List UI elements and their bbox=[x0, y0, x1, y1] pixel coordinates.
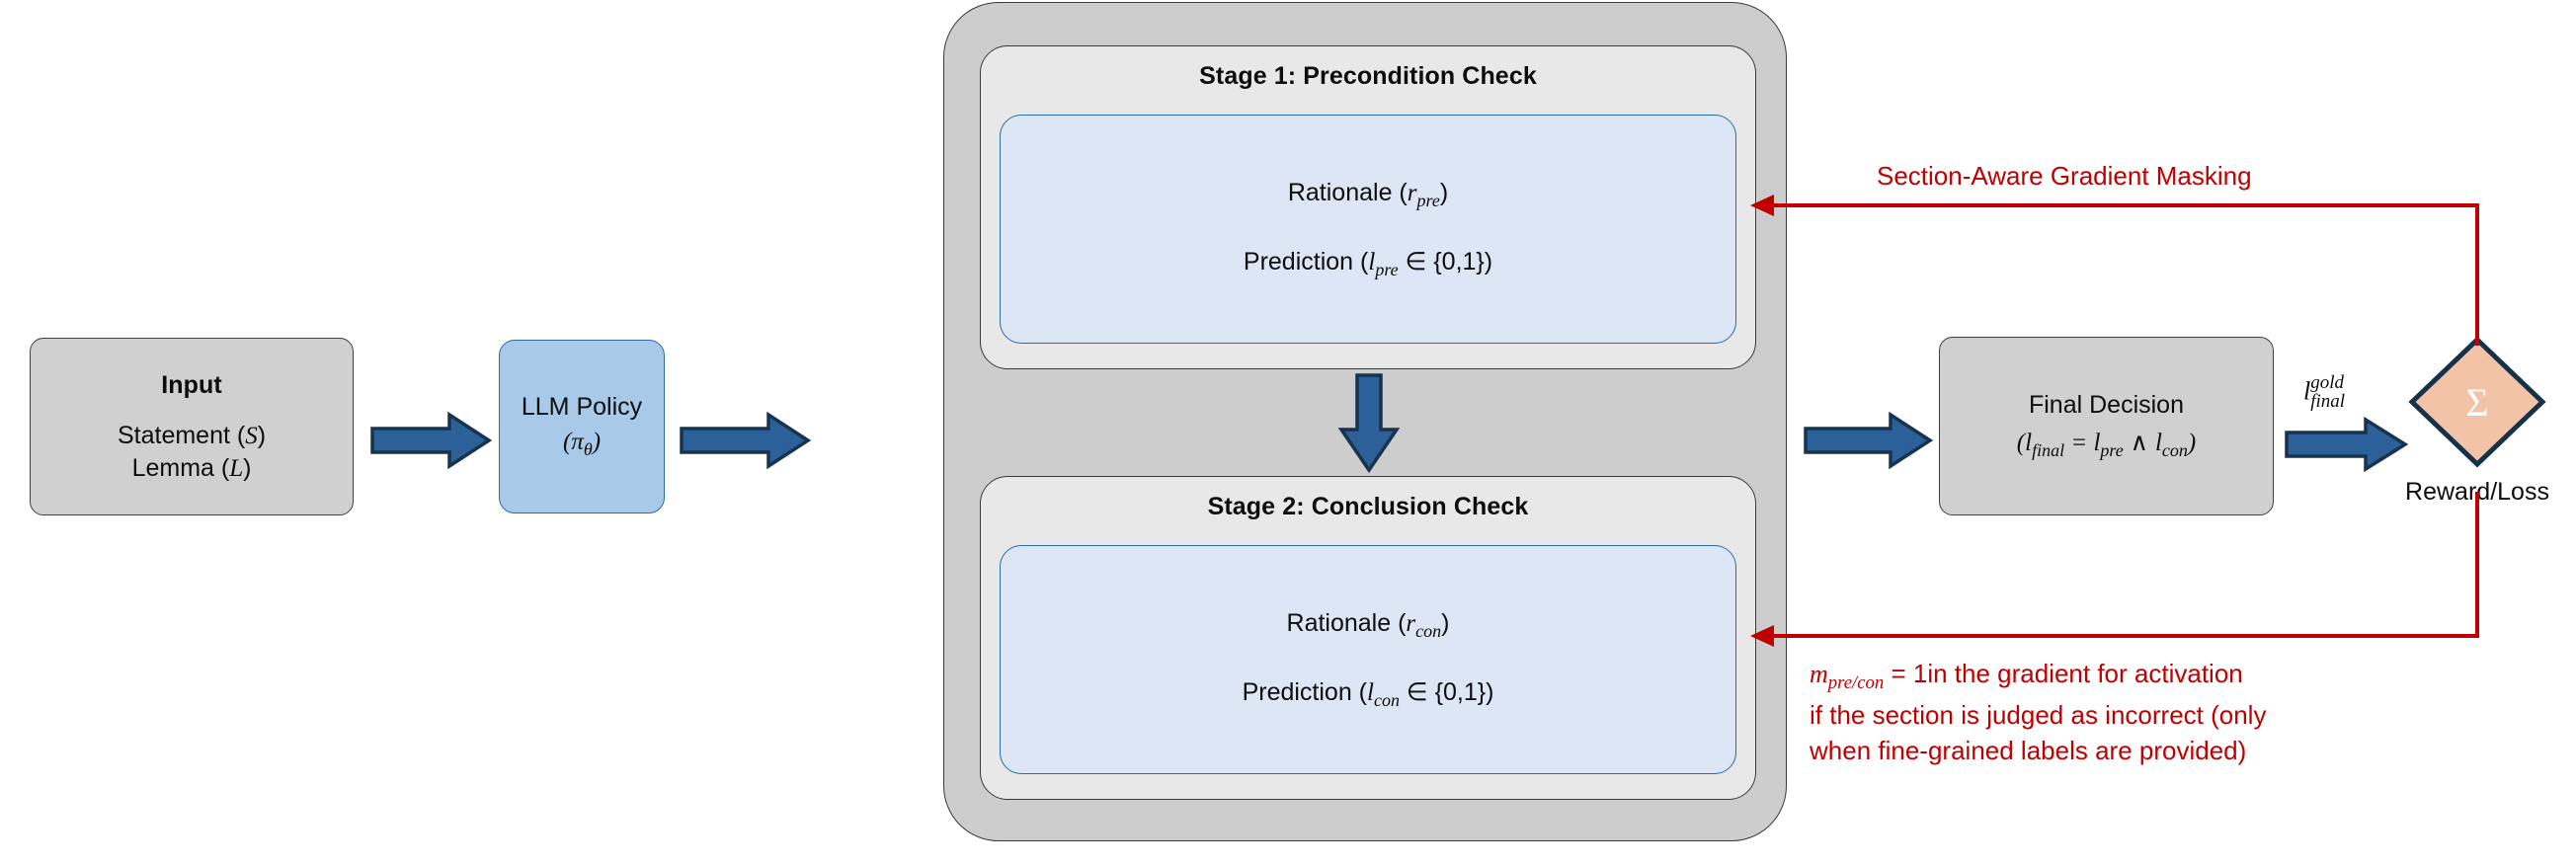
input-statement-symbol: S bbox=[245, 422, 258, 449]
final-lpre-subscript: pre bbox=[2100, 439, 2124, 460]
stage-1-rationale-subscript: pre bbox=[1416, 190, 1440, 210]
final-lpre-symbol: l bbox=[2093, 430, 2101, 457]
final-equals: = bbox=[2064, 430, 2094, 457]
stage-1-rationale-symbol: r bbox=[1407, 179, 1417, 206]
stage-2-title: Stage 2: Conclusion Check bbox=[1207, 493, 1529, 520]
input-statement-label: Statement ( bbox=[117, 421, 246, 449]
stage-2-rationale-close: ) bbox=[1441, 608, 1450, 637]
stage-2-rationale-subscript: con bbox=[1415, 620, 1442, 641]
input-lemma-close: ) bbox=[243, 453, 252, 482]
reward-loss-node: Σ bbox=[2408, 336, 2546, 468]
masking-m-subscript: pre/con bbox=[1827, 671, 1885, 693]
sigma-icon: Σ bbox=[2465, 379, 2489, 425]
gold-subscript: final bbox=[2310, 391, 2346, 413]
input-lemma-label: Lemma ( bbox=[131, 453, 230, 482]
stage-2-prediction: Prediction (lcon ∈ {0,1}) bbox=[1243, 677, 1494, 711]
stage-2-output-box: Rationale (rcon) Prediction (lcon ∈ {0,1… bbox=[1000, 545, 1736, 774]
stage-1-rationale-label: Rationale ( bbox=[1287, 178, 1408, 206]
input-statement-close: ) bbox=[257, 421, 267, 449]
stage-2-prediction-label: Prediction ( bbox=[1242, 677, 1368, 706]
final-wedge: ∧ bbox=[2123, 429, 2155, 457]
feedback-arrow-bottom bbox=[1738, 492, 2509, 670]
masking-note-line-1: mpre/con = 1in the gradient for activati… bbox=[1810, 656, 2560, 697]
stage-2-prediction-tail: ∈ {0,1}) bbox=[1399, 677, 1494, 706]
stage-1-prediction-label: Prediction ( bbox=[1243, 247, 1369, 276]
llm-policy-node: LLM Policy (πθ) bbox=[499, 340, 665, 513]
arrow-stage1-to-stage2 bbox=[1337, 373, 1401, 474]
stage-2-prediction-symbol: l bbox=[1367, 678, 1374, 706]
final-decision-node: Final Decision (lfinal = lpre ∧ lcon) bbox=[1939, 337, 2274, 515]
stage-2-prediction-subscript: con bbox=[1373, 689, 1400, 710]
stage-1-prediction: Prediction (lpre ∈ {0,1}) bbox=[1244, 247, 1492, 280]
stage-1-prediction-subscript: pre bbox=[1375, 259, 1399, 279]
stage-2-rationale: Rationale (rcon) bbox=[1287, 609, 1450, 642]
masking-note-line-2: if the section is judged as incorrect (o… bbox=[1810, 699, 2267, 730]
final-l-symbol: l bbox=[2025, 430, 2033, 457]
policy-paren-close: ) bbox=[592, 429, 602, 456]
input-title: Input bbox=[161, 370, 222, 399]
input-node: Input Statement (S) Lemma (L) bbox=[30, 338, 354, 515]
policy-pi-symbol: π bbox=[571, 429, 584, 456]
masking-note-rest: = 1in the gradient for activation bbox=[1884, 659, 2243, 688]
final-paren-open: ( bbox=[2016, 430, 2026, 457]
arrow-input-to-policy bbox=[370, 411, 493, 470]
masking-m-symbol: m bbox=[1810, 660, 1828, 688]
final-lcon-subscript: con bbox=[2161, 439, 2188, 460]
llm-policy-symbol: (πθ) bbox=[563, 428, 601, 460]
masking-note: mpre/con = 1in the gradient for activati… bbox=[1810, 656, 2560, 769]
llm-policy-label: LLM Policy bbox=[521, 393, 643, 422]
arrow-final-to-reward bbox=[2285, 416, 2409, 473]
gold-superscript: gold bbox=[2310, 372, 2345, 393]
stage-1-prediction-tail: ∈ {0,1}) bbox=[1398, 247, 1493, 276]
arrow-policy-to-stages bbox=[680, 411, 812, 470]
input-lemma-line: Lemma (L) bbox=[132, 454, 252, 483]
arrow-stages-to-final bbox=[1804, 411, 1934, 470]
stage-2-rationale-label: Rationale ( bbox=[1286, 608, 1407, 637]
stage-2-rationale-symbol: r bbox=[1406, 609, 1416, 637]
stage-1-output-box: Rationale (rpre) Prediction (lpre ∈ {0,1… bbox=[1000, 115, 1736, 344]
stage-1-prediction-symbol: l bbox=[1368, 248, 1376, 276]
gold-l-symbol: l bbox=[2303, 376, 2311, 406]
stage-1-rationale: Rationale (rpre) bbox=[1288, 179, 1448, 211]
input-statement-line: Statement (S) bbox=[118, 422, 266, 450]
final-lcon-symbol: l bbox=[2154, 430, 2162, 457]
final-decision-title: Final Decision bbox=[2028, 391, 2184, 420]
input-lemma-symbol: L bbox=[229, 454, 244, 482]
gold-label: l gold final bbox=[2303, 373, 2345, 412]
masking-note-line-3: when fine-grained labels are provided) bbox=[1810, 736, 2247, 766]
feedback-arrow-top bbox=[1738, 188, 2509, 365]
final-l-subscript: final bbox=[2032, 439, 2065, 460]
policy-theta-subscript: θ bbox=[583, 438, 593, 459]
stage-1-rationale-close: ) bbox=[1439, 178, 1449, 206]
policy-paren-open: ( bbox=[562, 429, 572, 456]
gradient-masking-label: Section-Aware Gradient Masking bbox=[1877, 161, 2252, 191]
final-paren-close: ) bbox=[2187, 430, 2197, 457]
stage-1-title: Stage 1: Precondition Check bbox=[1199, 62, 1537, 90]
final-decision-formula: (lfinal = lpre ∧ lcon) bbox=[2017, 428, 2196, 461]
